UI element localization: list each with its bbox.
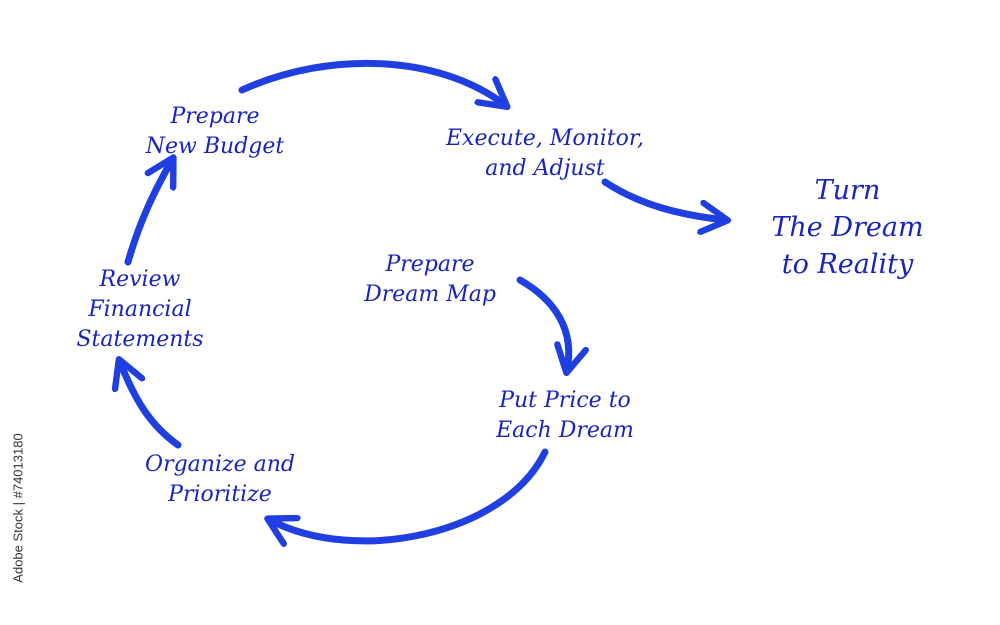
arrow-dreammap-to-price — [516, 276, 569, 370]
arrow-review-to-budget — [124, 160, 172, 266]
node-line: Prepare — [385, 252, 475, 277]
node-line: Execute, Monitor, — [446, 126, 644, 151]
node-line: Prioritize — [168, 482, 272, 507]
node-line: Prepare — [170, 104, 260, 129]
stock-watermark: Adobe Stock | #74013180 — [8, 400, 28, 615]
watermark-text: Adobe Stock | #74013180 — [10, 432, 26, 583]
node-line: to Reality — [781, 249, 914, 280]
node-line: and Adjust — [485, 156, 605, 181]
arrow-execute-to-reality — [601, 178, 725, 220]
node-line: Turn — [814, 175, 881, 206]
node-line: Financial — [88, 297, 192, 322]
node-line: New Budget — [145, 134, 285, 159]
node-line: Dream Map — [364, 282, 496, 307]
node-execute-monitor-adjust: Execute, Monitor, and Adjust — [395, 124, 695, 184]
node-line: Put Price to — [499, 388, 631, 413]
arrow-price-to-organize — [270, 448, 549, 541]
node-put-price: Put Price to Each Dream — [455, 386, 675, 446]
node-prepare-dream-map: Prepare Dream Map — [320, 250, 540, 310]
arrow-budget-to-execute — [238, 59, 505, 105]
node-line: Statements — [76, 327, 204, 352]
node-line: Each Dream — [496, 418, 634, 443]
node-line: Organize and — [145, 452, 295, 477]
node-prepare-new-budget: Prepare New Budget — [100, 102, 330, 162]
node-line: Review — [99, 267, 181, 292]
node-turn-dream-reality: Turn The Dream to Reality — [725, 172, 970, 283]
node-line: The Dream — [771, 212, 924, 243]
node-organize-prioritize: Organize and Prioritize — [95, 450, 345, 510]
arrow-organize-to-review — [120, 362, 182, 449]
node-review-financial: Review Financial Statements — [40, 265, 240, 355]
